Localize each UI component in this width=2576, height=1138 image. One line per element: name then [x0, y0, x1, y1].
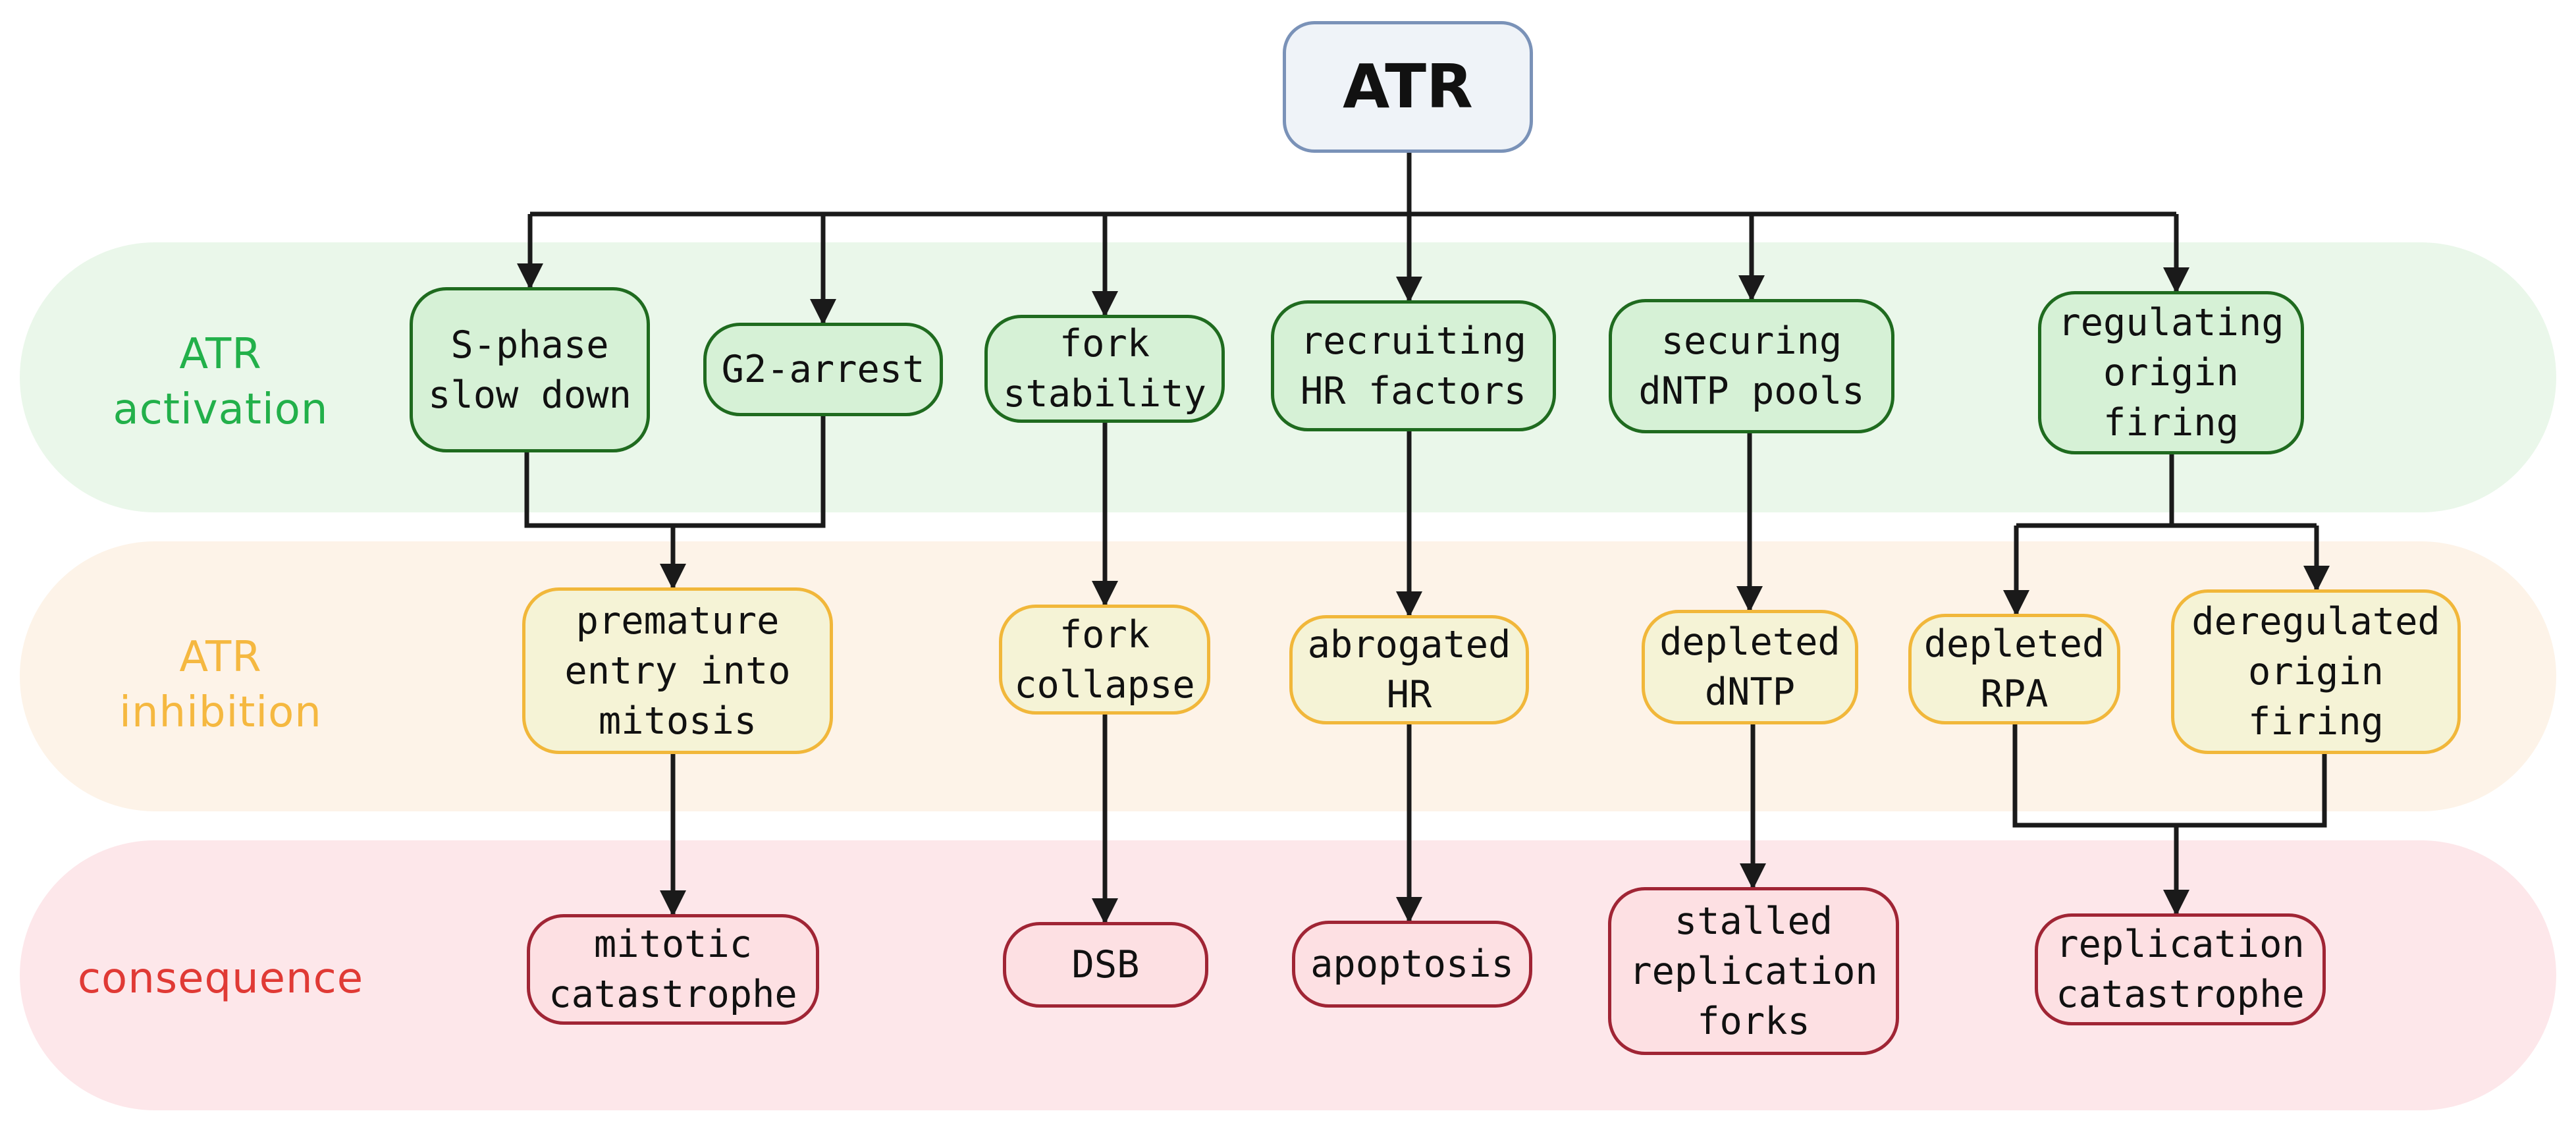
node-fork-collapse: fork collapse: [999, 605, 1210, 715]
inhibition-band: [20, 541, 2556, 811]
row-label-consequence: consequence: [77, 954, 364, 1003]
row-label-activation: ATR activation: [113, 330, 329, 434]
node-regulating-origin-firing: regulating origin firing: [2038, 291, 2304, 454]
node-apoptosis: apoptosis: [1292, 921, 1532, 1008]
node-securing-dntp-pools: securing dNTP pools: [1609, 299, 1894, 433]
node-mitotic-catastrophe: mitotic catastrophe: [527, 914, 819, 1025]
node-premature-entry-into-mitosis: premature entry into mitosis: [522, 587, 833, 754]
node-atr: ATR: [1283, 21, 1533, 153]
edge-regulating-split: [2016, 454, 2317, 528]
node-depleted-rpa: depleted RPA: [1908, 614, 2120, 724]
edge-rpa-deregulated-merge: [2012, 724, 2327, 828]
node-recruiting-hr-factors: recruiting HR factors: [1271, 300, 1556, 431]
row-label-inhibition: ATR inhibition: [119, 633, 322, 737]
node-deregulated-origin-firing: deregulated origin firing: [2171, 589, 2461, 754]
node-abrogated-hr: abrogated HR: [1289, 615, 1529, 724]
node-s-phase-slow-down: S-phase slow down: [410, 287, 650, 452]
node-replication-catastrophe: replication catastrophe: [2035, 913, 2326, 1025]
node-stalled-replication-forks: stalled replication forks: [1608, 887, 1899, 1055]
node-fork-stability: fork stability: [984, 315, 1225, 423]
node-g2-arrest: G2-arrest: [703, 323, 943, 416]
node-dsb: DSB: [1003, 922, 1208, 1008]
node-depleted-dntp: depleted dNTP: [1642, 610, 1858, 724]
